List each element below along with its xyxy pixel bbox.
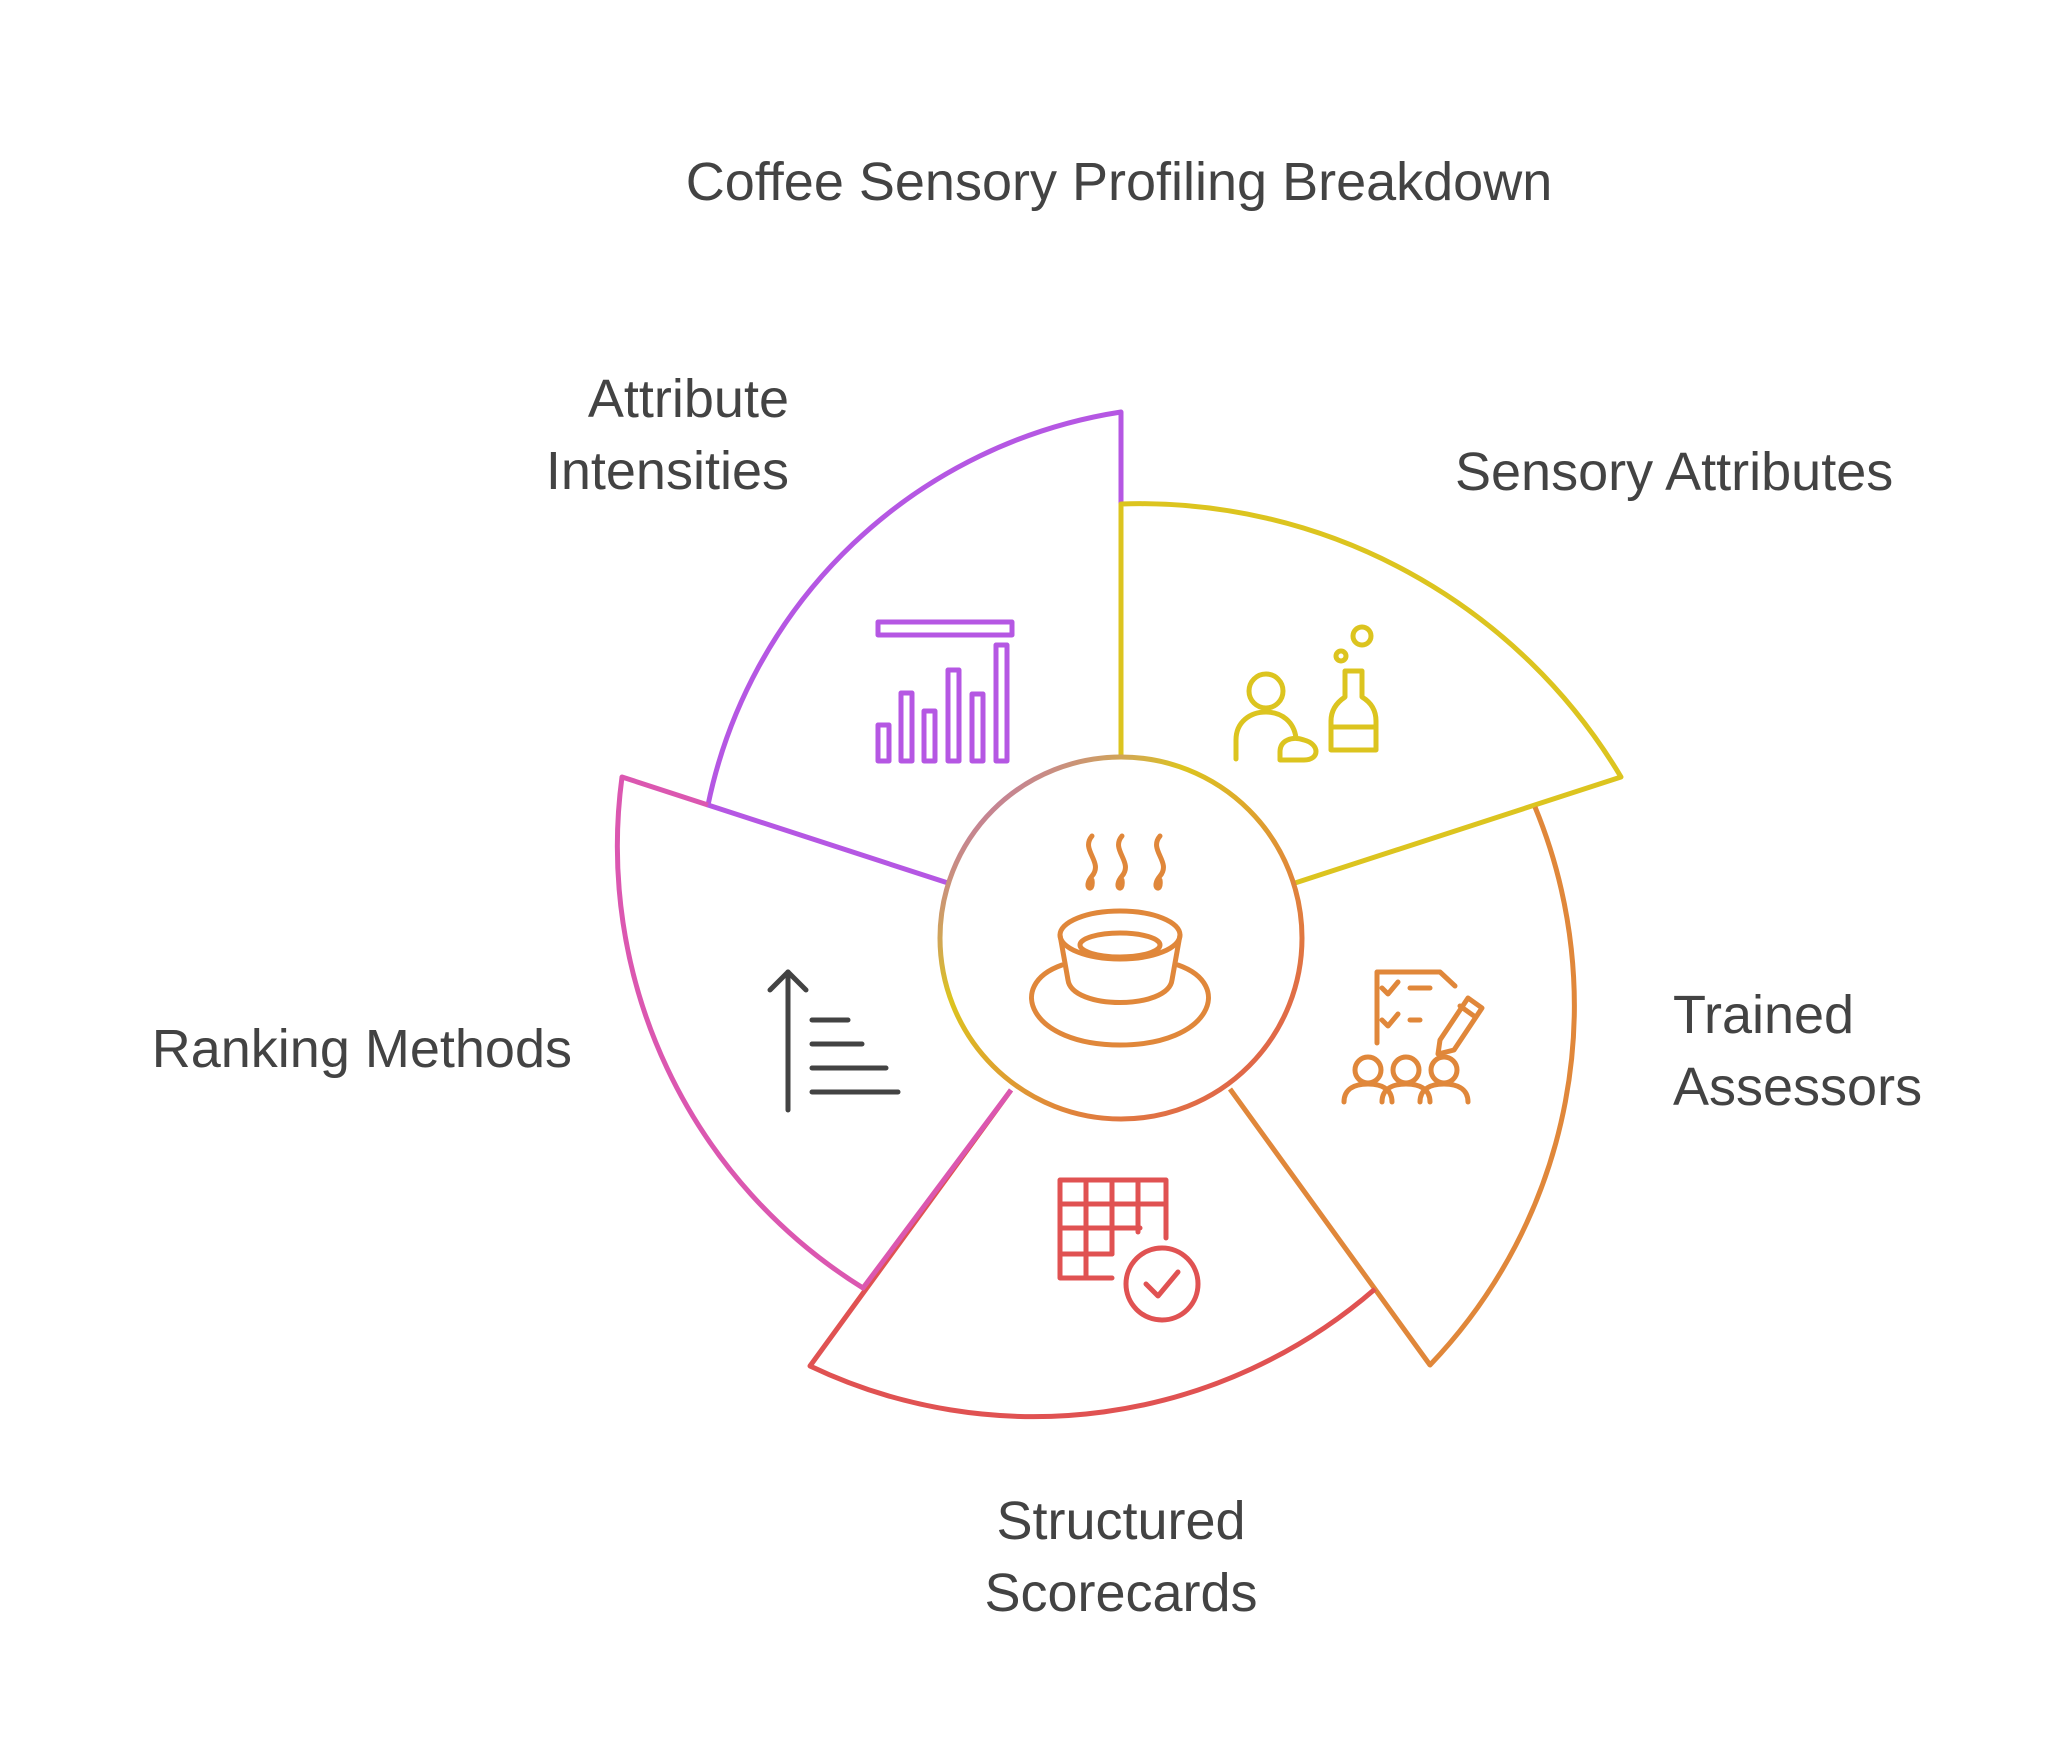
sort-ascending-icon: [767, 969, 901, 1113]
label-line: Intensities: [545, 441, 789, 501]
label-line: Structured: [996, 1491, 1246, 1551]
checklist-team-icon: [1341, 969, 1485, 1105]
label-line: Sensory Attributes: [1455, 442, 1894, 502]
bar-chart-icon: [875, 619, 1015, 764]
label-sensory-attributes: Sensory Attributes: [1455, 436, 1893, 508]
label-line: Ranking Methods: [151, 1019, 572, 1079]
label-attribute-intensities: Attribute Intensities: [546, 363, 789, 507]
label-trained-assessors: Trained Assessors: [1673, 979, 1922, 1123]
center-circle: [937, 754, 1305, 1122]
grid-check-icon: [1057, 1177, 1201, 1323]
segment-ranking-methods[interactable]: [614, 774, 1014, 1291]
segment-sensory-attributes[interactable]: [1118, 501, 1624, 886]
segment-trained-assessors[interactable]: [1227, 806, 1577, 1368]
steaming-coffee-cup-icon: [1029, 833, 1211, 1048]
label-ranking-methods: Ranking Methods: [152, 1013, 572, 1085]
label-line: Attribute: [587, 369, 789, 429]
label-line: Scorecards: [984, 1563, 1258, 1623]
segment-attribute-intensities[interactable]: [705, 409, 1124, 886]
diagram-title: Coffee Sensory Profiling Breakdown: [685, 152, 1553, 212]
label-line: Assessors: [1673, 1057, 1923, 1117]
segment-structured-scorecards[interactable]: [807, 1088, 1377, 1420]
label-line: Trained: [1673, 985, 1855, 1045]
taster-with-bottle-icon: [1233, 624, 1379, 763]
